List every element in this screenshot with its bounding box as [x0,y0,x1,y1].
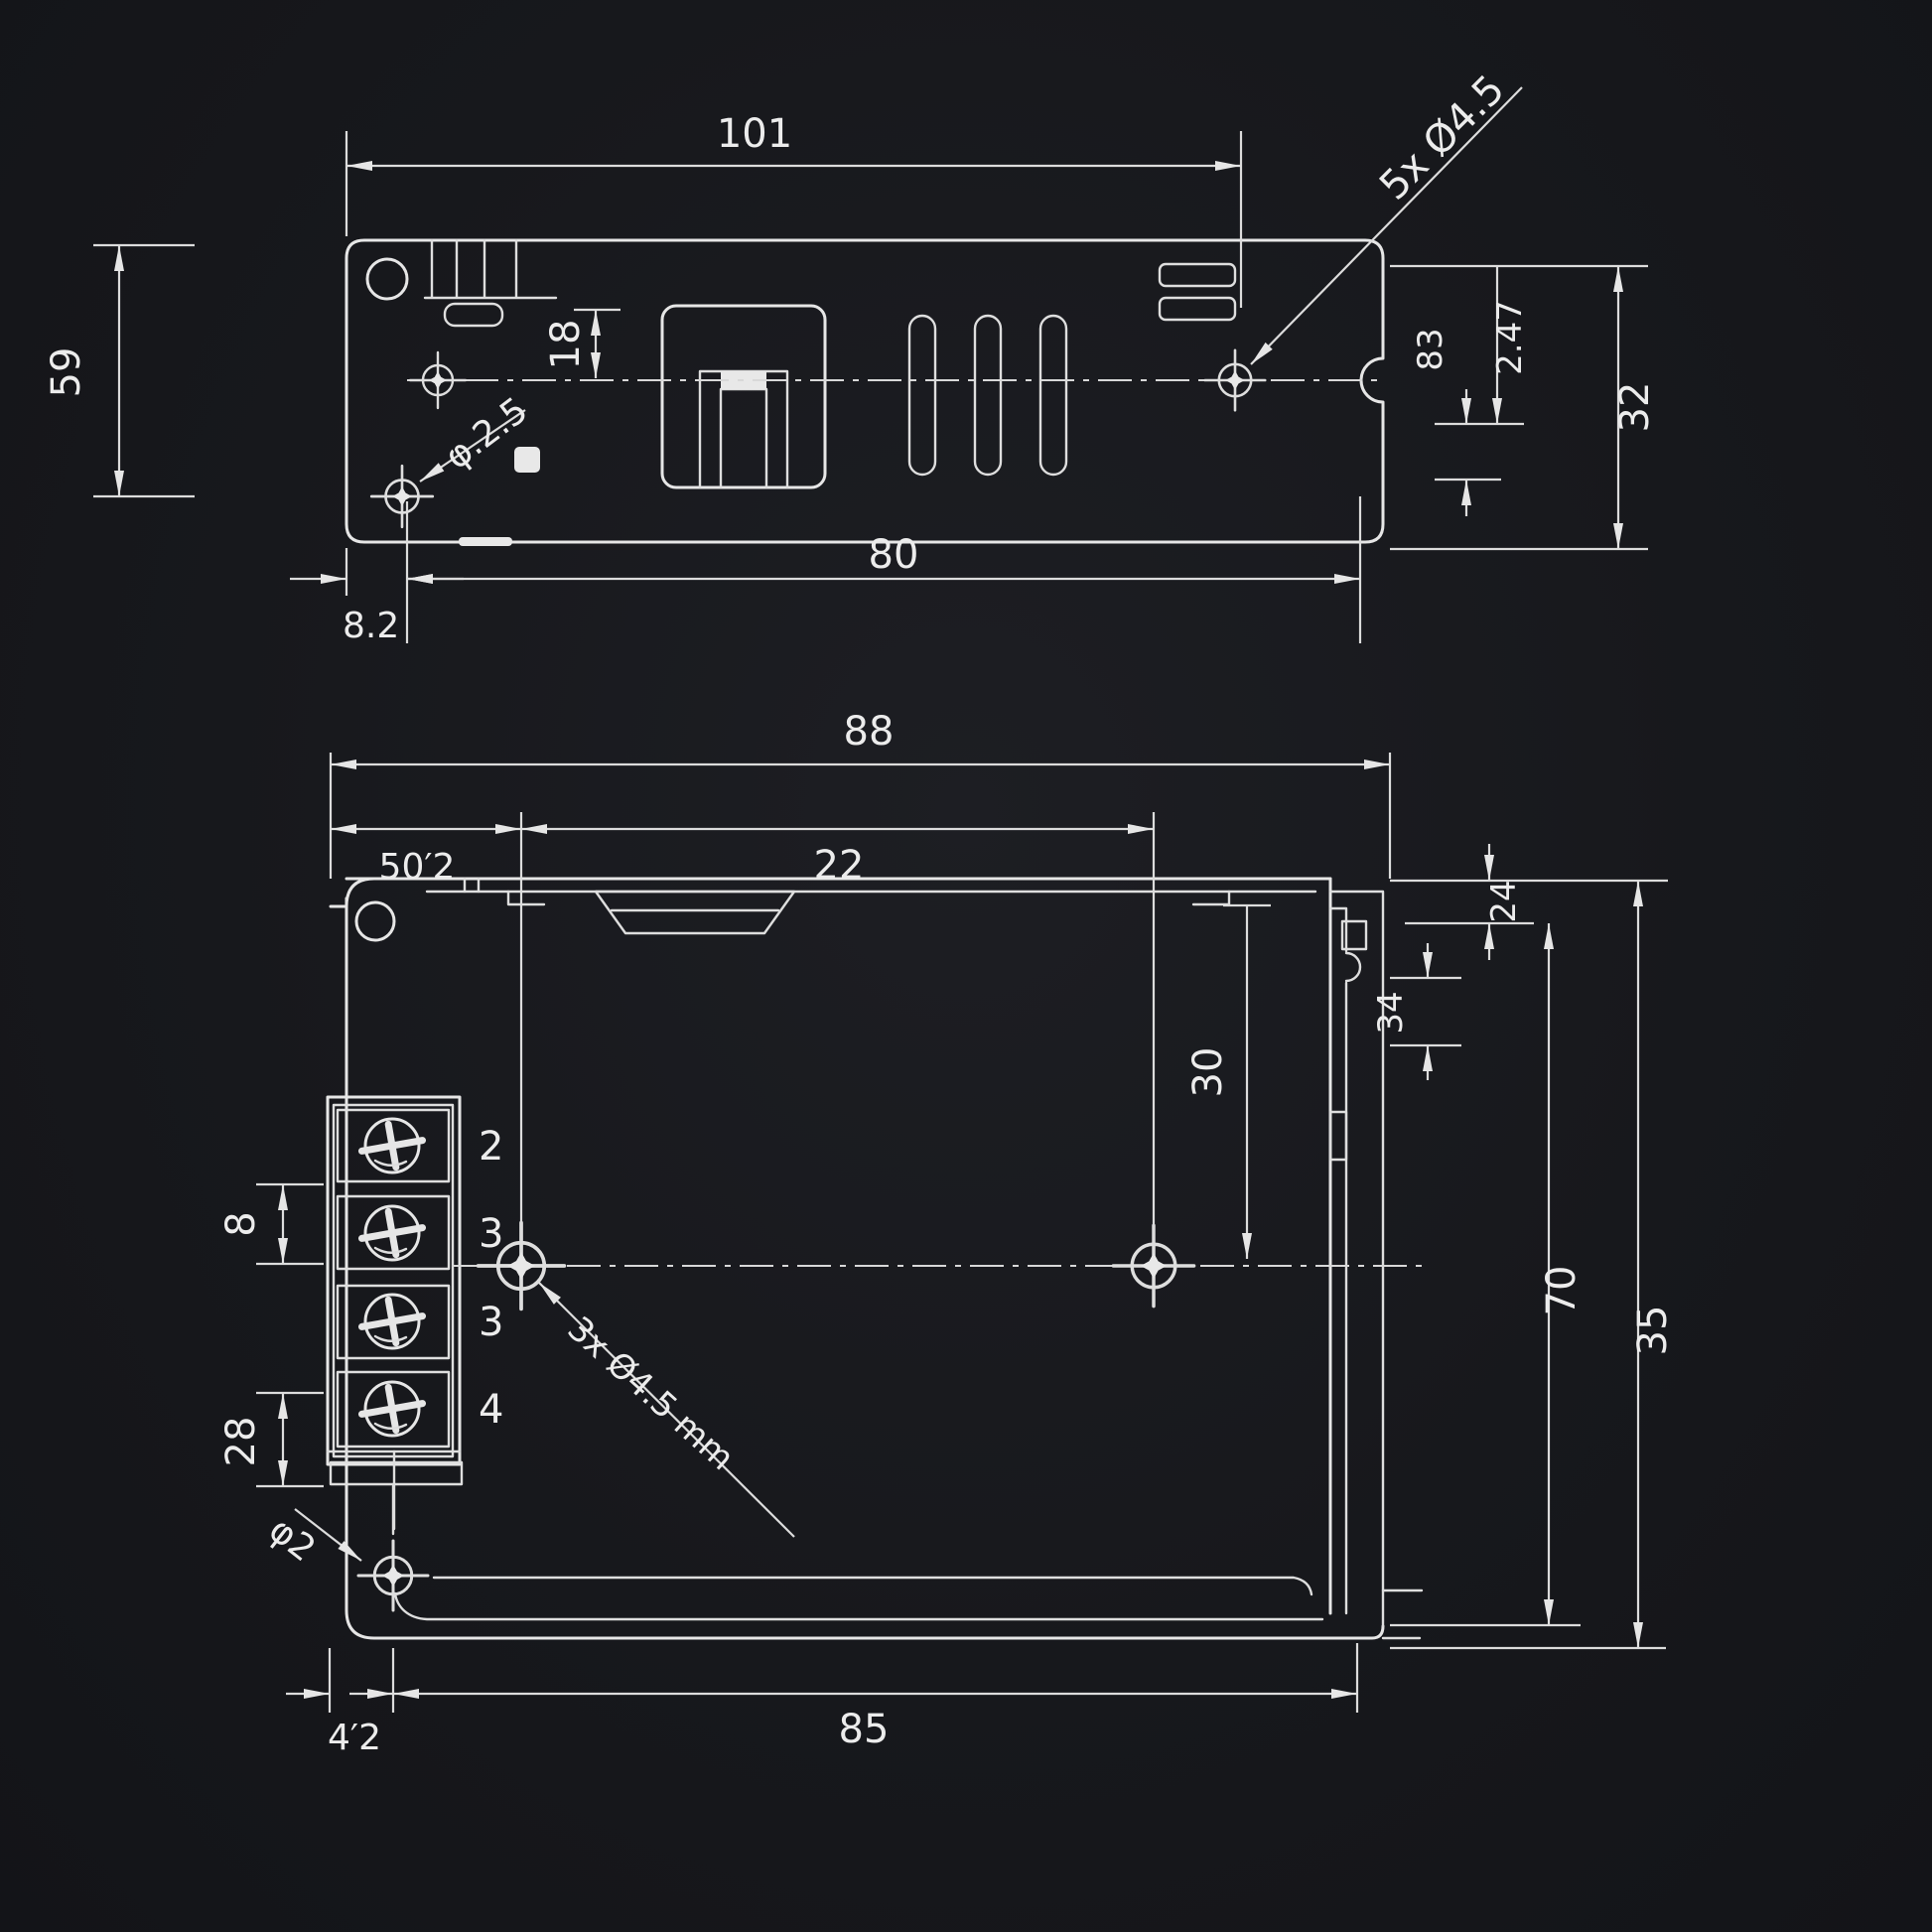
corner-hole-icon [365,257,409,301]
mount-hole-icon [356,1539,430,1612]
ext-101 [345,131,1243,308]
connector-opening [660,304,827,489]
ext-28 [256,1391,324,1488]
label-phi2: φ2 [261,1509,323,1570]
leader-phi2 [294,1508,362,1562]
label-35: 35 [1630,1306,1676,1356]
label-28: 28 [218,1417,264,1467]
right-flange [1328,877,1424,1640]
edge-highlight [459,537,512,546]
ext-85 [328,1643,1359,1713]
label-70: 70 [1539,1266,1585,1316]
top-view-outline [345,238,1385,544]
label-3xd45: 3x Ø4.5 mm [560,1310,742,1479]
label-502: 50′2 [379,847,456,888]
label-88: 88 [844,709,895,755]
vent-slots [907,314,1068,477]
bracket-left-icon [506,890,546,906]
label-5xd45: 5x Ø4.5 [1371,67,1513,208]
inner-base-hook [393,1591,1324,1621]
terminal-screw-icon [358,1295,427,1348]
ext-80 [345,496,1362,643]
bottom-view: 2 3 3 4 3x Ø4.5 mm φ2 88 50′2 22 30 [218,709,1676,1758]
bottom-view-outline [329,877,1385,1640]
terminal-block: 2 3 3 4 [326,1095,503,1531]
label-247: 2.47 [1490,300,1530,375]
ext-59 [93,243,195,498]
label-42: 4′2 [328,1718,381,1758]
terminal-label: 2 [479,1124,503,1170]
led-square [514,447,540,473]
top-ticks [463,877,481,894]
terminal-screw-icon [358,1119,427,1173]
ext-right-b [1390,879,1668,1650]
ext-right [1390,264,1648,551]
wall-clip [1328,1110,1348,1162]
corner-fix [345,877,376,908]
terminal-screw-icon [358,1206,427,1260]
label-bars [1158,262,1237,322]
terminal-screw-icon [358,1382,427,1436]
label-83: 83 [1411,328,1450,370]
terminal-label: 3 [479,1211,503,1257]
ext-8 [256,1182,324,1266]
bracket-right-icon [1191,890,1231,906]
terminal-label: 4 [479,1387,503,1433]
vent-trapezoid [594,890,796,935]
label-85: 85 [839,1707,890,1752]
leader-phi25 [419,409,526,483]
ac-prong-cutout [423,238,558,328]
label-80: 80 [869,532,919,578]
label-34: 34 [1371,991,1411,1034]
label-24: 24 [1484,880,1524,922]
label-18: 18 [543,320,589,370]
corner-hole-icon [354,900,396,942]
mount-hole-icon [369,464,435,529]
label-22: 22 [814,843,865,889]
label-32: 32 [1612,382,1658,433]
leader-3xd45 [538,1282,795,1538]
top-view: φ.2.5 5x Ø4.5 101 59 18 8.2 80 32 2.47 8… [44,67,1658,646]
ext-22 [519,812,1156,1241]
label-82: 8.2 [343,606,399,646]
leader-5xd45 [1250,86,1523,365]
label-30: 30 [1185,1047,1231,1098]
label-8: 8 [218,1211,264,1236]
terminal-label: 3 [479,1300,503,1345]
mount-hole-icon [408,350,468,410]
label-59: 59 [44,347,89,398]
inner-base-line [432,1576,1313,1596]
label-101: 101 [717,111,792,157]
ext-88 [329,753,1392,879]
